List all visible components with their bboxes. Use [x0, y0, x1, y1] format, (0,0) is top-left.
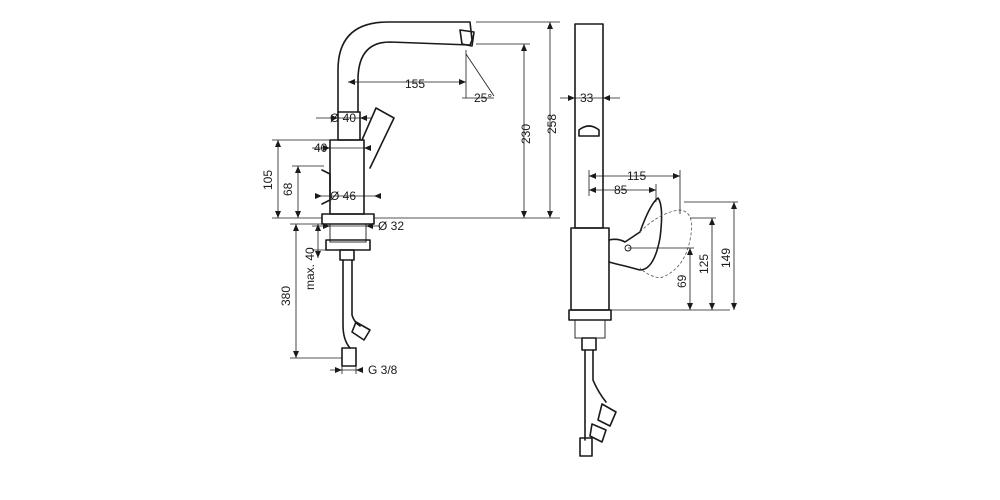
side-fitting-c	[589, 423, 607, 443]
spout-depth-label: 33	[580, 91, 594, 105]
max-thickness-label: max. 40	[303, 247, 317, 290]
spout-height-label: 230	[519, 124, 533, 144]
front-dimensions	[272, 21, 560, 374]
side-hose-b	[592, 349, 607, 403]
body-width-label: 40	[314, 141, 328, 155]
supply-tube-top	[339, 249, 355, 261]
base-ring	[321, 213, 375, 225]
spout-aerator	[459, 29, 475, 47]
lever-height-low-label: 69	[675, 274, 689, 288]
lever-handle	[361, 107, 395, 169]
side-bracket	[321, 169, 331, 205]
shank-dia-label: Ø 32	[378, 219, 404, 233]
supply-hose-right	[351, 259, 361, 327]
hose-fitting-right	[351, 321, 371, 341]
spout-outline	[337, 21, 473, 113]
connection-thread-label: G 3/8	[368, 363, 398, 377]
supply-hose-left	[342, 259, 351, 349]
spout-angle-label: 25°	[474, 91, 492, 105]
lever-reach-max-label: 115	[627, 169, 646, 183]
side-fitting-a	[579, 437, 593, 457]
side-shank-thread	[574, 319, 606, 339]
lever-side	[608, 197, 663, 271]
shank-thread	[329, 223, 367, 243]
lever-open-position	[639, 209, 693, 279]
body-side	[570, 227, 610, 311]
side-dimensions	[560, 88, 738, 311]
handle-height-label: 68	[281, 182, 295, 196]
lever-reach-label: 85	[614, 183, 628, 197]
hose-length-label: 380	[279, 286, 293, 306]
body-height-label: 105	[261, 170, 275, 190]
reach-label: 155	[405, 77, 425, 91]
total-height-label: 258	[545, 114, 559, 134]
hose-fitting-left	[341, 347, 357, 367]
side-fitting-b	[597, 403, 617, 427]
side-base-ring	[568, 309, 612, 321]
side-view	[568, 23, 693, 457]
lever-height-mid-label: 125	[697, 254, 711, 274]
fixing-nut	[325, 239, 371, 251]
handle-dia-label: Ø 40	[330, 111, 356, 125]
lever-height-max-label: 149	[719, 248, 733, 268]
side-supply-tube	[581, 337, 597, 351]
base-dia-label: Ø 46	[330, 189, 356, 203]
aerator-outlet	[578, 125, 600, 137]
